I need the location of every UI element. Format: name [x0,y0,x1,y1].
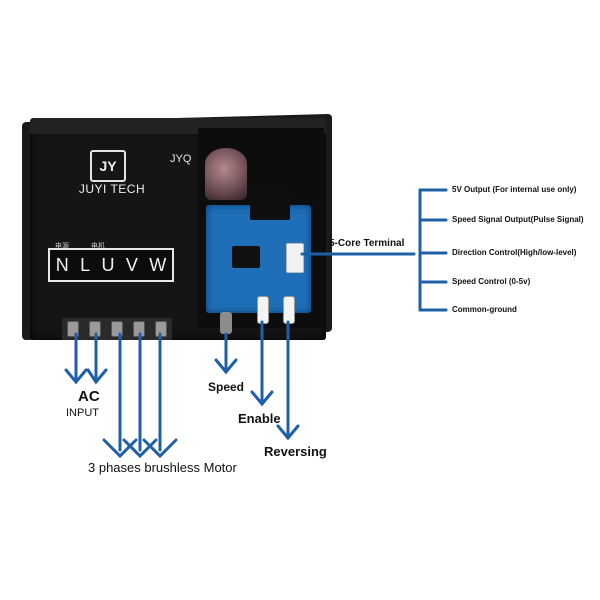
ac-input-sublabel: INPUT [66,407,99,419]
pin-label-common-ground: Common-ground [452,305,517,314]
speed-label: Speed [208,380,245,394]
pin-label-speed-control: Speed Control (0-5v) [452,277,531,286]
enable-label: Enable [238,411,281,426]
heatsink [250,190,290,220]
pin-label-5v-output: 5V Output (For internal use only) [452,185,577,194]
speed-potentiometer [220,312,232,334]
reversing-label: Reversing [264,444,327,459]
terminal-letter-u: U [101,254,115,275]
brand-logo-icon: JY [90,150,126,182]
pin-label-speed-signal: Speed Signal Output(Pulse Signal) [452,215,584,224]
terminal-headers: 电源 电机 [55,241,175,251]
capacitor [205,148,247,200]
terminal-letter-n: N [55,254,69,275]
five-core-connector [286,243,304,273]
terminal-label-plate: N L U V W [48,248,174,282]
model-name: JYQ [170,153,192,165]
five-core-terminal-label: 5-Core Terminal [329,238,405,249]
terminal-header-power: 电源 [55,243,69,250]
ac-input-label: AC [78,388,100,405]
brand-name: JUYI TECH [78,182,146,196]
logo-glyph: JY [99,158,117,174]
ic-chip [232,246,260,268]
pin-label-direction-control: Direction Control(High/low-level) [452,248,577,257]
terminal-header-motor: 电机 [91,243,105,250]
terminal-letter-w: W [149,254,167,275]
terminal-letter-l: L [80,254,91,275]
terminal-letter-v: V [125,254,138,275]
motor-label: 3 phases brushless Motor [88,460,237,475]
